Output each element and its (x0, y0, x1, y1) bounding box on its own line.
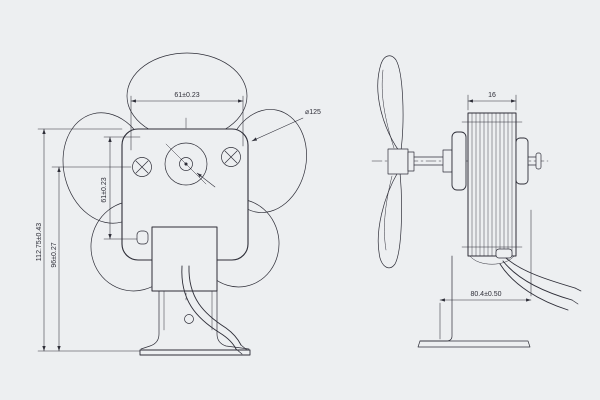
motor-body-side (451, 112, 529, 265)
mounting-screw-right (221, 147, 241, 167)
fan-blade-bottom-curve (384, 175, 393, 251)
side-view: 16 80.4±0.50 (371, 55, 582, 348)
fan-blade-top-curve (381, 69, 395, 149)
fan-blade-top (377, 55, 404, 152)
hub-washer (407, 151, 415, 172)
motor-shaft (413, 149, 542, 173)
dim-text-mount-width: 61±0.23 (174, 92, 199, 99)
shaft-collar (442, 149, 453, 173)
pointer-line (196, 172, 216, 188)
dim-stack-length: 16 (467, 92, 517, 111)
dim-text-stack-length: 16 (488, 92, 496, 99)
dim-text-overall-depth: 80.4±0.50 (470, 291, 501, 298)
mounting-screw-left (132, 157, 152, 177)
shaft-boss (164, 142, 216, 188)
mounting-bracket-front (139, 290, 251, 356)
lamination-lines (471, 112, 513, 257)
fan-blades-side (377, 55, 415, 269)
left-endbell (451, 131, 467, 191)
terminal-tab (136, 230, 149, 245)
front-view: 61±0.23 ⌀125 61±0.23 96±0.27 112.75±0.43 (36, 52, 321, 356)
dim-overall-depth: 80.4±0.50 (439, 209, 532, 340)
right-endbell (515, 137, 529, 185)
dim-mount-height: 61±0.23 (101, 136, 141, 240)
wire-grommet (495, 248, 513, 259)
mounting-bracket-side (417, 255, 531, 348)
shaft-end (535, 152, 542, 170)
dim-mount-width: 61±0.23 (130, 92, 244, 151)
fan-blade-bottom (377, 171, 402, 269)
dim-base-to-axis: 96±0.27 (51, 166, 132, 352)
dim-overall-height: 112.75±0.43 (36, 128, 141, 352)
motor-body-front (121, 128, 249, 292)
lead-wires-side (495, 248, 582, 311)
fan-hub (387, 148, 409, 175)
lead-wires-front (181, 265, 248, 355)
dim-text-fan-diameter: ⌀125 (305, 109, 321, 116)
bracket-hole (184, 314, 194, 324)
dim-text-overall-height: 112.75±0.43 (36, 223, 43, 261)
lamination-block-front (151, 226, 218, 292)
dim-text-base-to-axis: 96±0.27 (51, 242, 58, 267)
bracket-base (139, 349, 251, 356)
dim-text-mount-height: 61±0.23 (101, 177, 108, 202)
through-bolts (461, 121, 523, 248)
dim-fan-diameter: ⌀125 (251, 109, 321, 142)
